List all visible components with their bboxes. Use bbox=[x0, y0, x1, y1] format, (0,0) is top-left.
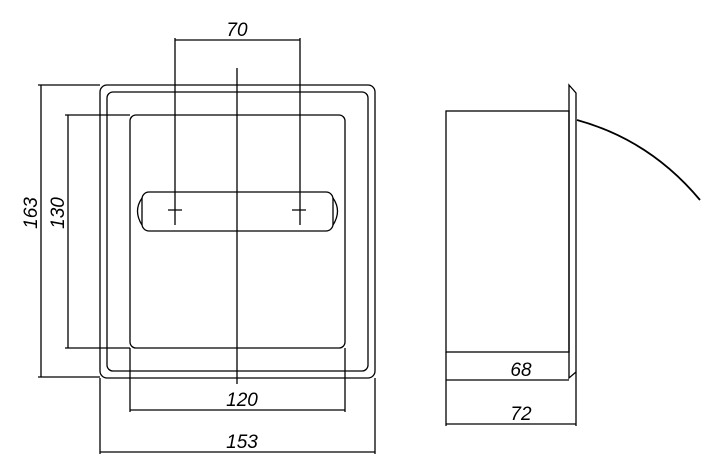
dimension-label-68: 68 bbox=[510, 360, 532, 381]
body-side bbox=[445, 110, 570, 353]
lid-arc bbox=[576, 119, 701, 201]
dimension-120: 120 bbox=[129, 348, 346, 412]
dimension-label-120: 120 bbox=[226, 390, 258, 411]
dimension-68: 68 bbox=[445, 352, 569, 426]
side-view: 68 72 bbox=[445, 83, 701, 426]
dimension-163: 163 bbox=[21, 84, 100, 378]
flange-side bbox=[568, 83, 577, 380]
dimension-label-163: 163 bbox=[21, 197, 42, 229]
front-view: 70 163 130 120 153 bbox=[21, 20, 376, 454]
dimension-153: 153 bbox=[99, 378, 376, 454]
dimension-label-70: 70 bbox=[226, 20, 248, 41]
dimension-label-153: 153 bbox=[226, 432, 258, 453]
dimension-130: 130 bbox=[48, 114, 130, 349]
dimension-72: 72 bbox=[446, 372, 577, 426]
dimension-label-72: 72 bbox=[510, 404, 532, 425]
dimension-70: 70 bbox=[174, 20, 301, 225]
dimension-label-130: 130 bbox=[48, 197, 69, 229]
